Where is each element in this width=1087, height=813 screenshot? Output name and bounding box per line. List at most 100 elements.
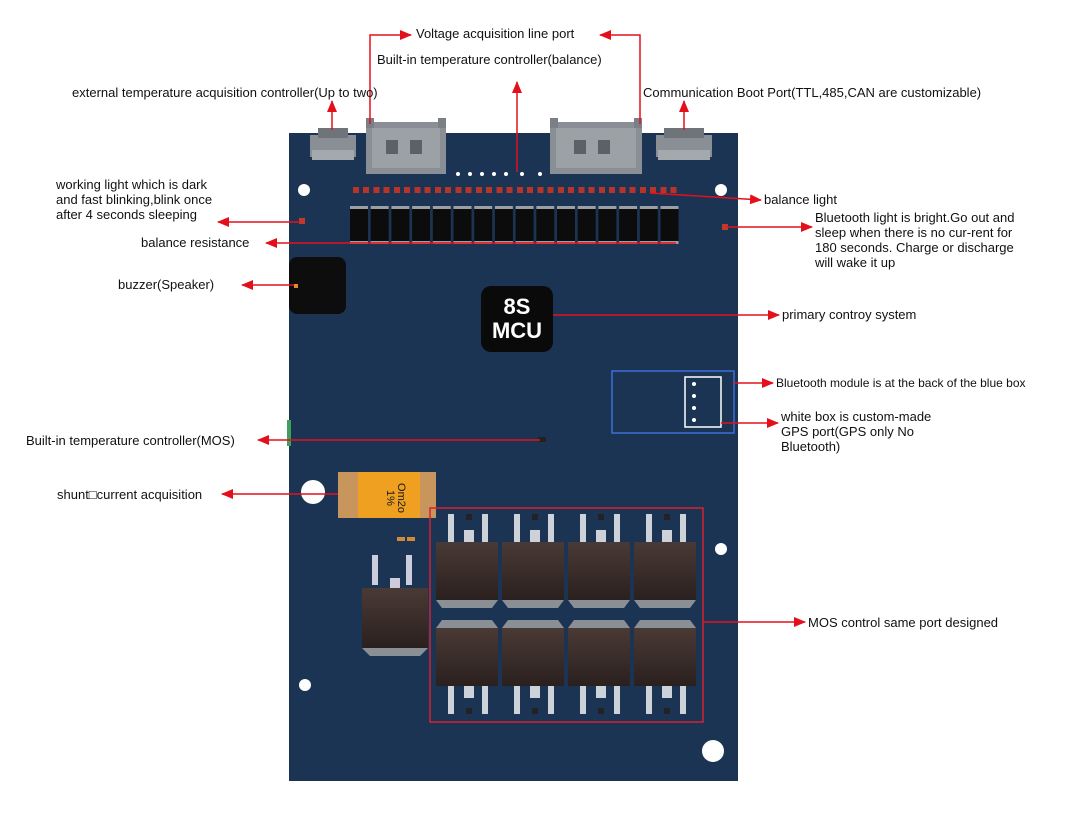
balance-led xyxy=(435,187,441,193)
label-bt-module: Bluetooth module is at the back of the b… xyxy=(776,376,1026,390)
label-buzzer: buzzer(Speaker) xyxy=(118,277,215,292)
mount-hole xyxy=(715,184,727,196)
balance-resistor xyxy=(536,206,555,244)
mos-pin xyxy=(614,686,620,714)
mosfet-tab xyxy=(568,620,630,628)
mos-pin xyxy=(646,686,652,714)
mos-marker xyxy=(466,708,472,714)
resistor-cap xyxy=(598,206,617,209)
mount-hole xyxy=(702,740,724,762)
working-light-led xyxy=(299,218,305,224)
mos-marker xyxy=(598,514,604,520)
mosfet xyxy=(502,628,564,686)
mos-pin xyxy=(548,514,554,542)
balance-led xyxy=(476,187,482,193)
balance-led xyxy=(629,187,636,193)
balance-led xyxy=(517,187,523,193)
balance-resistor xyxy=(453,206,472,244)
resistor-cap xyxy=(412,206,431,209)
mos-pin xyxy=(530,530,540,542)
buzzer-pin xyxy=(294,284,298,288)
label-gps-port: white box is custom-made GPS port(GPS on… xyxy=(781,409,932,454)
balance-led xyxy=(414,187,421,193)
mos-pin xyxy=(596,686,606,698)
smd-part xyxy=(407,537,415,541)
balance-led xyxy=(394,187,400,193)
mos-group-box xyxy=(429,507,704,723)
balance-led xyxy=(650,187,656,193)
resistor-cap xyxy=(474,206,493,209)
label-working-light: working light which is dark and fast bli… xyxy=(56,177,213,222)
mos-pin xyxy=(482,514,488,542)
label-balance-light: balance light xyxy=(764,192,837,207)
balance-led xyxy=(486,187,492,193)
balance-resistor xyxy=(412,206,431,244)
balance-led xyxy=(568,187,574,193)
arrow-icon xyxy=(369,30,412,124)
mosfet-tab xyxy=(436,620,498,628)
mos-pin xyxy=(614,514,620,542)
resistor-cap xyxy=(350,206,368,209)
mosfet-tab xyxy=(568,600,630,608)
mos-pin xyxy=(514,686,520,714)
mos-pin xyxy=(482,686,488,714)
mos-pin xyxy=(662,530,672,542)
smd-part xyxy=(397,537,405,541)
balance-led xyxy=(599,187,605,193)
balance-led xyxy=(363,187,369,193)
balance-led xyxy=(527,187,533,193)
balance-resistor xyxy=(598,206,617,244)
balance-led xyxy=(445,187,451,193)
mos-pin xyxy=(530,686,540,698)
balance-led xyxy=(404,187,410,193)
voltage-port-connector-left xyxy=(366,118,446,174)
mos-pin xyxy=(464,686,474,698)
mosfet xyxy=(568,542,630,600)
mos-marker xyxy=(532,514,538,520)
balance-led xyxy=(588,187,595,193)
mos-marker xyxy=(466,514,472,520)
resistor-cap xyxy=(370,206,389,209)
balance-led xyxy=(465,187,472,193)
bluetooth-light-led xyxy=(722,224,728,230)
balance-led xyxy=(640,187,646,193)
resistor-cap xyxy=(557,206,575,209)
mos-marker xyxy=(532,708,538,714)
mount-hole xyxy=(299,679,311,691)
mos-temp-sensor xyxy=(538,437,546,442)
mosfet-tab xyxy=(502,600,564,608)
balance-resistor xyxy=(494,206,513,244)
balance-led xyxy=(619,187,626,193)
mos-marker xyxy=(664,514,670,520)
balance-led xyxy=(547,187,554,193)
balance-led xyxy=(353,187,359,193)
mosfet-tab xyxy=(634,600,696,608)
mos-pin xyxy=(596,530,606,542)
mos-pin xyxy=(680,514,686,542)
mount-hole xyxy=(715,543,727,555)
mosfet xyxy=(634,628,696,686)
mcu-chip: 8S MCU xyxy=(481,286,553,352)
mcu-line2: MCU xyxy=(491,318,543,343)
balance-led xyxy=(383,187,390,193)
balance-resistor xyxy=(391,206,410,244)
arrow-icon xyxy=(649,192,762,205)
mosfet xyxy=(634,542,696,600)
resistor-cap xyxy=(660,206,679,209)
resistor-cap xyxy=(453,206,472,209)
balance-led xyxy=(373,187,380,193)
balance-resistor xyxy=(577,206,596,244)
sensor-dots xyxy=(456,172,542,176)
label-primary-control: primary controy system xyxy=(782,307,917,322)
label-balance-resistance: balance resistance xyxy=(141,235,250,250)
mos-pin xyxy=(662,686,672,698)
balance-led xyxy=(660,187,667,193)
label-voltage-port: Voltage acquisition line port xyxy=(416,26,575,41)
buzzer-component xyxy=(289,257,346,314)
voltage-port-connector-right xyxy=(550,118,642,174)
mos-pin xyxy=(548,686,554,714)
balance-led xyxy=(670,187,677,193)
shunt-label-band xyxy=(358,472,420,518)
balance-resistor xyxy=(350,206,368,244)
